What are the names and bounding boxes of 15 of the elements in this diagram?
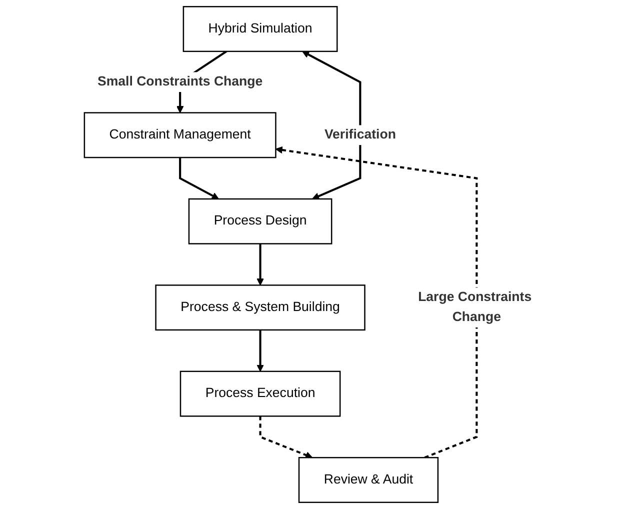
node-box: Constraint Management: [84, 112, 276, 158]
node-box: Process Execution: [180, 370, 341, 417]
arrow: [302, 51, 362, 200]
arrow: [256, 244, 264, 286]
node-box: Process Design: [188, 198, 332, 244]
arrow: [179, 158, 219, 200]
node-box: Process & System Building: [155, 284, 366, 331]
arrow: [275, 146, 478, 459]
node-box: Review & Audit: [298, 456, 439, 503]
arrow: [259, 416, 313, 459]
edge-label: Large Constraints Change: [418, 290, 532, 324]
edge-label: Small Constraints Change: [98, 74, 263, 89]
edge-label: Verification: [324, 128, 396, 142]
arrow: [256, 330, 264, 372]
node-box: Hybrid Simulation: [182, 6, 338, 52]
